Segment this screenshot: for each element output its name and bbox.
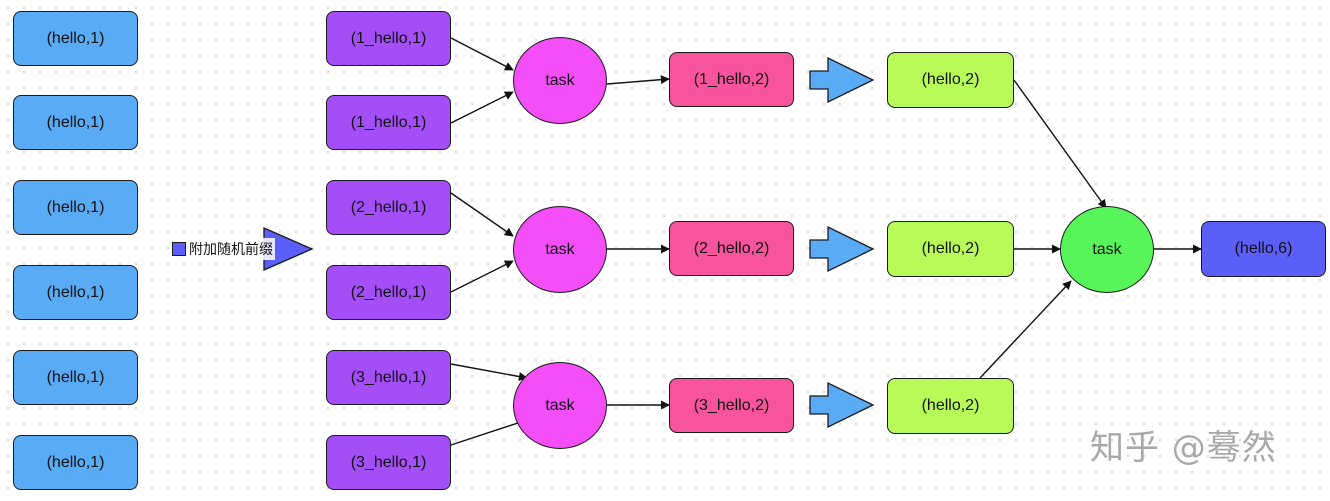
final-node: (hello,6) xyxy=(1201,221,1326,277)
prefix-swatch-icon xyxy=(172,242,186,256)
edge-prefixed-6-task-3 xyxy=(450,418,528,446)
edge-stripped-3-final-task xyxy=(979,280,1072,379)
edge-task-1-partial-1 xyxy=(606,75,670,85)
final-task-node: task xyxy=(1060,206,1154,293)
block-arrow-2 xyxy=(809,225,875,273)
task-node-1: task xyxy=(513,37,607,124)
block-arrow-3 xyxy=(809,381,875,429)
prefixed-node-1: (1_hello,1) xyxy=(326,11,451,66)
prefixed-node-5: (3_hello,1) xyxy=(326,350,451,405)
prefix-label-text: 附加随机前缀 xyxy=(189,242,273,258)
edge-prefixed-2-task-1 xyxy=(450,91,514,124)
block-arrow-1 xyxy=(809,56,875,104)
partial-node-1: (1_hello,2) xyxy=(669,52,794,107)
partial-node-2: (2_hello,2) xyxy=(669,221,794,276)
prefixed-node-6: (3_hello,1) xyxy=(326,435,451,490)
edge-prefixed-5-task-3 xyxy=(450,363,528,381)
stripped-node-2: (hello,2) xyxy=(887,221,1014,277)
source-node-4: (hello,1) xyxy=(13,265,138,320)
task-node-2: task xyxy=(513,206,607,293)
edge-stripped-1-final-task xyxy=(1013,79,1107,209)
source-node-3: (hello,1) xyxy=(13,180,138,235)
edge-prefixed-4-task-2 xyxy=(450,260,514,293)
stripped-node-3: (hello,2) xyxy=(887,378,1014,434)
partial-node-3: (3_hello,2) xyxy=(669,378,794,433)
source-node-1: (hello,1) xyxy=(13,11,138,66)
source-node-6: (hello,1) xyxy=(13,435,138,490)
source-node-2: (hello,1) xyxy=(13,95,138,150)
prefixed-node-4: (2_hello,1) xyxy=(326,265,451,320)
edge-prefixed-3-task-2 xyxy=(450,192,514,237)
edge-prefixed-1-task-1 xyxy=(450,37,514,71)
prefixed-node-3: (2_hello,1) xyxy=(326,180,451,235)
prefixed-node-2: (1_hello,1) xyxy=(326,95,451,150)
source-node-5: (hello,1) xyxy=(13,350,138,405)
stripped-node-1: (hello,2) xyxy=(887,52,1014,108)
prefix-label: 附加随机前缀 xyxy=(170,238,275,260)
task-node-3: task xyxy=(513,362,607,449)
watermark: 知乎 @蓦然 xyxy=(1090,428,1277,468)
